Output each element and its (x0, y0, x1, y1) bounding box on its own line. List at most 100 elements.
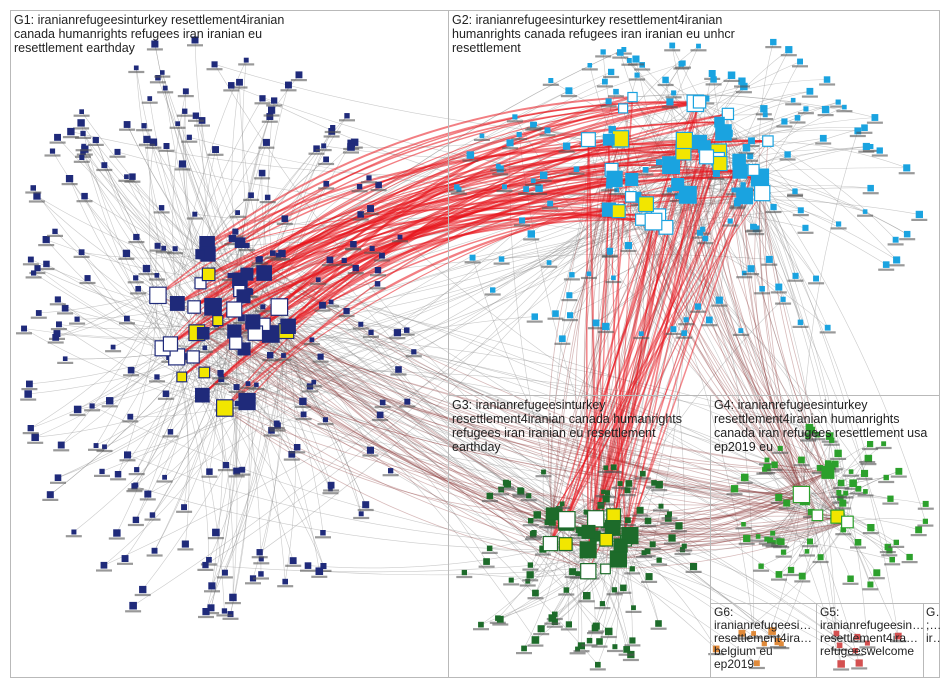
node-label-mark (690, 310, 706, 313)
node-label-mark (207, 153, 224, 156)
node (259, 95, 266, 102)
node-label-mark (858, 150, 875, 153)
node (503, 480, 511, 488)
node (727, 218, 733, 224)
node (368, 329, 374, 335)
node-label-mark (311, 575, 328, 578)
node (258, 169, 266, 177)
node-label-mark (317, 423, 334, 426)
node-label-mark (197, 568, 214, 571)
node (498, 256, 505, 262)
node-label-mark (312, 360, 329, 363)
node-label-mark (856, 131, 873, 134)
edge (184, 91, 226, 409)
hub-node (625, 172, 639, 186)
node (602, 495, 610, 503)
node (776, 538, 783, 545)
node-label-mark (535, 179, 552, 182)
node-label-mark (73, 255, 90, 258)
edge (181, 376, 645, 553)
edge (263, 272, 805, 501)
node-label-mark (525, 183, 542, 186)
node (871, 114, 879, 121)
node (258, 571, 264, 577)
node (114, 470, 122, 478)
edge (82, 133, 201, 284)
node-label-mark (38, 267, 55, 271)
node (358, 511, 364, 517)
node-label-mark (289, 451, 306, 454)
node (356, 184, 363, 190)
node (527, 517, 534, 524)
hub-node (611, 204, 626, 219)
node (282, 578, 289, 585)
node (639, 470, 646, 477)
hub-node (579, 541, 597, 559)
node (393, 329, 402, 337)
node-label-mark (859, 646, 876, 649)
hub-node (238, 392, 256, 411)
node-label-mark (224, 602, 241, 605)
node-label-mark (522, 524, 539, 527)
node (46, 491, 54, 499)
node-label-mark (128, 241, 145, 244)
node (300, 411, 307, 418)
hub-node (698, 149, 715, 165)
edge (77, 290, 240, 320)
node (544, 127, 551, 134)
node-label-mark (792, 214, 809, 217)
edge (758, 521, 848, 537)
node-label-mark (705, 83, 722, 86)
node-label-mark (186, 217, 203, 220)
hub-node (675, 131, 693, 150)
node (764, 457, 770, 463)
hub-node (678, 185, 697, 204)
node (162, 85, 168, 91)
node (548, 614, 556, 622)
edge (157, 294, 596, 537)
edge (192, 356, 818, 517)
node-label-mark (119, 322, 135, 325)
node-label-mark (343, 151, 359, 154)
edge (566, 519, 583, 646)
edge (670, 165, 848, 523)
node-label-mark (834, 507, 851, 510)
node-label-mark (261, 120, 278, 123)
node-label-mark (541, 265, 558, 268)
edge (205, 326, 289, 612)
edge (37, 267, 256, 334)
node-label-mark (499, 488, 516, 491)
node-label-mark (339, 119, 355, 122)
node-label-mark (336, 263, 353, 266)
node-label-mark (155, 251, 172, 254)
node-label-mark (857, 494, 874, 497)
hub-node (821, 465, 835, 479)
node-label-mark (512, 493, 529, 496)
edge (501, 171, 741, 260)
node-label-mark (248, 388, 265, 391)
node (163, 143, 170, 150)
node (344, 113, 350, 119)
node (624, 487, 631, 494)
edge (57, 394, 203, 478)
edge (192, 356, 294, 561)
hub-node (644, 212, 663, 231)
edge (193, 306, 331, 490)
edge (30, 259, 265, 325)
node (376, 411, 384, 419)
edge (231, 82, 241, 281)
hub-node (671, 178, 685, 192)
edge (804, 499, 910, 558)
node (154, 242, 161, 249)
node (267, 106, 276, 114)
node (559, 501, 565, 507)
node-label-mark (253, 577, 269, 580)
node-label-mark (323, 135, 340, 138)
node (831, 460, 839, 468)
node (683, 317, 689, 323)
node-label-mark (758, 542, 775, 545)
node-label-mark (146, 554, 163, 557)
node-label-mark (122, 420, 139, 423)
node-label-mark (123, 374, 140, 377)
edge (550, 91, 617, 544)
